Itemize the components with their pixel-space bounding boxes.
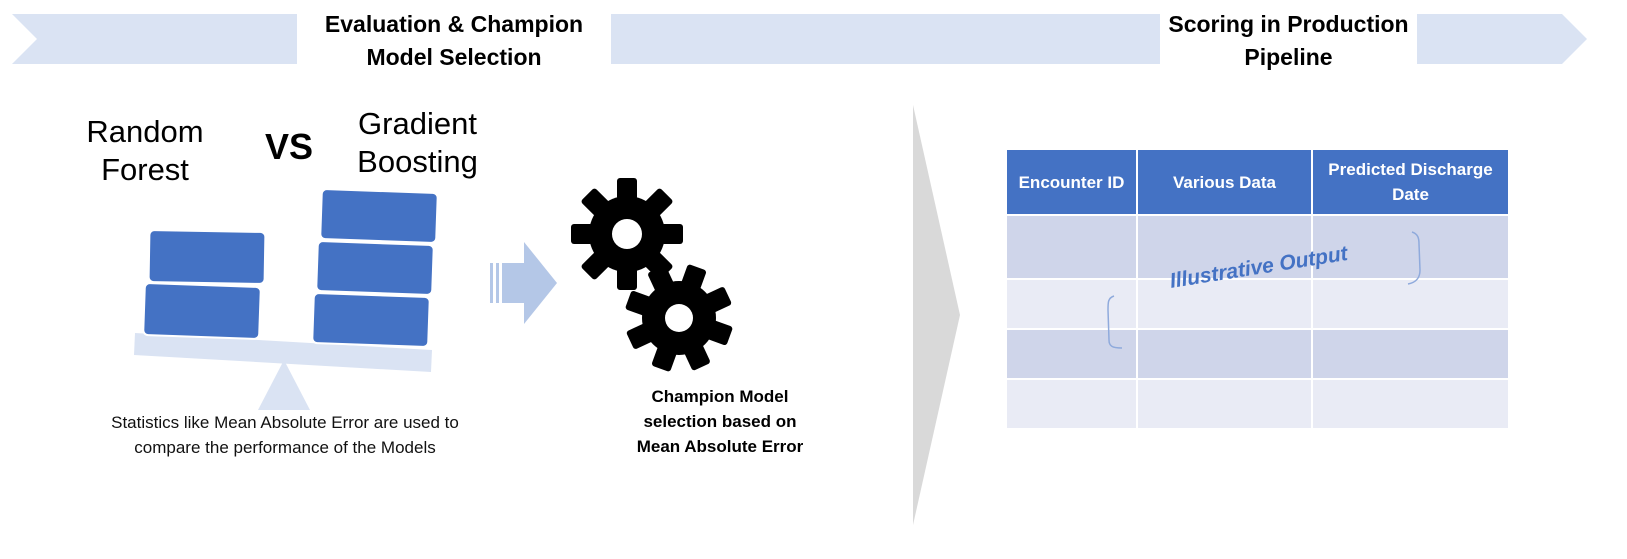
model-b-block-top <box>319 187 439 245</box>
model-b-block-middle <box>315 239 435 297</box>
gears-icon <box>571 178 733 372</box>
champion-caption: Champion Model selection based on Mean A… <box>636 387 804 456</box>
table-row <box>1005 378 1510 430</box>
banner-segment-middle <box>611 14 1160 64</box>
stage-title-scoring: Scoring in Production Pipeline <box>1168 11 1409 70</box>
banner-segment-left <box>12 14 297 64</box>
table-header-row: Encounter ID Various Data Predicted Disc… <box>1005 148 1510 216</box>
table-cell <box>1311 278 1510 330</box>
banner-segment-right <box>1417 14 1587 64</box>
table-cell <box>1005 278 1138 330</box>
gear-small-icon <box>625 264 733 372</box>
section-divider-chevron <box>913 105 960 525</box>
process-banner <box>12 14 1587 64</box>
scale-beam <box>134 333 432 372</box>
table-cell <box>1005 214 1138 280</box>
model-a-block-top <box>147 228 267 286</box>
table-row <box>1005 214 1510 280</box>
vs-label: VS <box>265 126 314 167</box>
right-brace-icon <box>1407 231 1421 285</box>
scale-fulcrum <box>258 360 310 410</box>
column-header-predicted-discharge-date: Predicted Discharge Date <box>1311 148 1510 216</box>
right-arrow-icon <box>490 242 557 324</box>
stage-title-evaluation: Evaluation & Champion Model Selection <box>324 11 584 70</box>
table-row <box>1005 328 1510 380</box>
model-b-label: Gradient Boosting <box>357 106 478 179</box>
table-row <box>1005 278 1510 330</box>
watermark-braces <box>1107 231 1421 349</box>
model-b-block-bottom <box>311 291 431 349</box>
table-cell <box>1005 328 1138 380</box>
output-table: Encounter ID Various Data Predicted Disc… <box>1005 148 1510 430</box>
table-cell <box>1005 378 1138 430</box>
table-cell <box>1136 328 1313 380</box>
table-cell <box>1311 378 1510 430</box>
table-cell <box>1136 214 1313 280</box>
table-cell <box>1311 328 1510 380</box>
comparison-caption: Statistics like Mean Absolute Error are … <box>111 413 459 457</box>
model-a-block-bottom <box>142 281 262 341</box>
balance-scale-icon <box>134 333 432 410</box>
gear-large-icon <box>571 178 683 290</box>
table-cell <box>1136 378 1313 430</box>
table-cell <box>1311 214 1510 280</box>
column-header-encounter-id: Encounter ID <box>1005 148 1138 216</box>
model-a-label: Random Forest <box>86 114 204 187</box>
table-cell <box>1136 278 1313 330</box>
left-brace-icon <box>1107 295 1123 349</box>
column-header-various-data: Various Data <box>1136 148 1313 216</box>
